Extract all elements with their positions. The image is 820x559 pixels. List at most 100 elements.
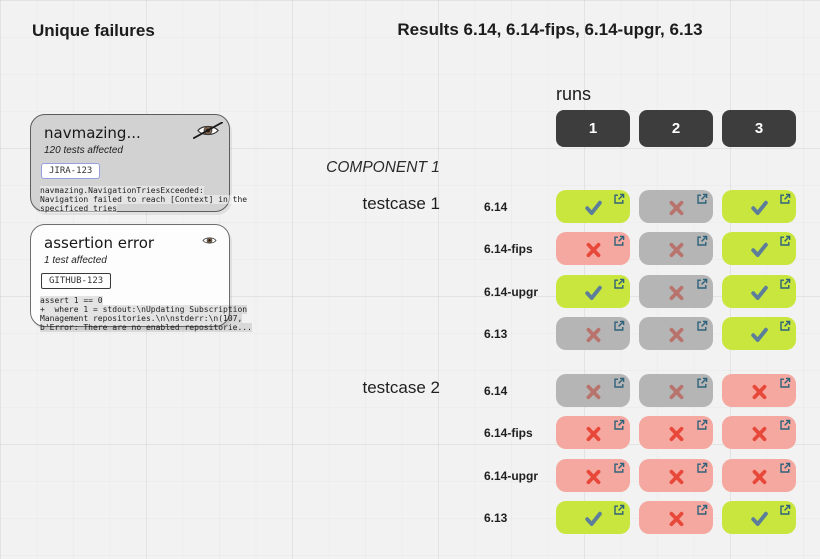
- result-cell-pass[interactable]: [722, 317, 796, 350]
- failure-title: assertion error: [44, 234, 155, 252]
- run-column-button-1[interactable]: 1: [556, 110, 630, 147]
- run-column-button-2[interactable]: 2: [639, 110, 713, 147]
- code-line: + where 1 = stdout:\nUpdating Subscripti…: [40, 305, 248, 314]
- external-link-icon[interactable]: [613, 377, 625, 389]
- failure-card[interactable]: assertion error 1 test affected GITHUB-1…: [30, 224, 252, 332]
- external-link-icon[interactable]: [613, 193, 625, 205]
- failure-card[interactable]: navmazing... 120 tests affected JIRA-123…: [30, 114, 248, 213]
- result-cell-pass[interactable]: [556, 190, 630, 223]
- result-cell-fail[interactable]: [639, 501, 713, 534]
- external-link-icon[interactable]: [696, 504, 708, 516]
- external-link-icon[interactable]: [696, 462, 708, 474]
- code-line: Navigation failed to reach [Context] in …: [40, 195, 248, 204]
- result-cell-pass[interactable]: [722, 232, 796, 265]
- result-cell-fail[interactable]: [722, 374, 796, 407]
- result-cell-fail-muted[interactable]: [556, 374, 630, 407]
- run-column-button-3[interactable]: 3: [722, 110, 796, 147]
- version-label: 6.14-fips: [484, 426, 533, 440]
- issue-badge[interactable]: JIRA-123: [41, 163, 101, 179]
- failure-traceback: navmazing.NavigationTriesExceeded:Naviga…: [40, 186, 248, 213]
- external-link-icon[interactable]: [779, 419, 791, 431]
- x-icon: [669, 285, 683, 301]
- result-cell-fail[interactable]: [722, 416, 796, 449]
- result-cell-pass[interactable]: [722, 190, 796, 223]
- external-link-icon[interactable]: [779, 377, 791, 389]
- external-link-icon[interactable]: [779, 235, 791, 247]
- version-label: 6.14: [484, 200, 508, 214]
- x-icon: [669, 200, 683, 216]
- result-cell-fail-muted[interactable]: [639, 374, 713, 407]
- result-cell-fail-muted[interactable]: [556, 317, 630, 350]
- result-cell-pass[interactable]: [722, 275, 796, 308]
- x-icon: [752, 426, 766, 442]
- x-icon: [752, 384, 766, 400]
- external-link-icon[interactable]: [779, 278, 791, 290]
- x-icon: [669, 469, 683, 485]
- result-cell-fail[interactable]: [556, 416, 630, 449]
- check-icon: [750, 327, 768, 342]
- eye-off-icon[interactable]: [192, 120, 225, 144]
- version-label: 6.14-upgr: [484, 285, 539, 299]
- results-title: Results 6.14, 6.14-fips, 6.14-upgr, 6.13: [397, 20, 703, 39]
- external-link-icon[interactable]: [613, 462, 625, 474]
- external-link-icon[interactable]: [696, 320, 708, 332]
- code-line: Management repositories.\n\nstderr:\n(10…: [40, 314, 243, 323]
- result-cell-fail-muted[interactable]: [639, 275, 713, 308]
- version-label: 6.14-fips: [484, 242, 533, 256]
- failure-subtitle: 120 tests affected: [44, 145, 123, 156]
- check-icon: [750, 285, 768, 300]
- issue-badge[interactable]: GITHUB-123: [41, 273, 112, 289]
- external-link-icon[interactable]: [613, 278, 625, 290]
- check-icon: [750, 511, 768, 526]
- external-link-icon[interactable]: [779, 504, 791, 516]
- x-icon: [586, 242, 600, 258]
- result-cell-fail[interactable]: [639, 459, 713, 492]
- external-link-icon[interactable]: [613, 419, 625, 431]
- x-icon: [669, 511, 683, 527]
- result-cell-fail-muted[interactable]: [639, 232, 713, 265]
- version-label: 6.14: [484, 384, 508, 398]
- version-label: 6.14-upgr: [484, 469, 539, 483]
- check-icon: [584, 285, 602, 300]
- external-link-icon[interactable]: [779, 462, 791, 474]
- x-icon: [586, 327, 600, 343]
- version-label: 6.13: [484, 511, 508, 525]
- external-link-icon[interactable]: [779, 193, 791, 205]
- component-label: COMPONENT 1: [326, 159, 440, 176]
- result-cell-fail[interactable]: [556, 459, 630, 492]
- result-cell-pass[interactable]: [556, 275, 630, 308]
- failure-traceback: assert 1 == 0+ where 1 = stdout:\nUpdati…: [40, 296, 252, 332]
- check-icon: [584, 200, 602, 215]
- unique-failures-title: Unique failures: [32, 21, 155, 40]
- runs-label: runs: [556, 84, 592, 104]
- code-line: specificed tries: [40, 204, 118, 213]
- result-cell-fail-muted[interactable]: [639, 190, 713, 223]
- external-link-icon[interactable]: [613, 235, 625, 247]
- failure-subtitle: 1 test affected: [44, 255, 107, 266]
- external-link-icon[interactable]: [696, 235, 708, 247]
- external-link-icon[interactable]: [613, 320, 625, 332]
- external-link-icon[interactable]: [696, 377, 708, 389]
- failure-title: navmazing...: [44, 124, 141, 142]
- x-icon: [586, 384, 600, 400]
- check-icon: [584, 511, 602, 526]
- x-icon: [669, 384, 683, 400]
- external-link-icon[interactable]: [696, 419, 708, 431]
- eye-icon[interactable]: [201, 233, 218, 251]
- result-cell-pass[interactable]: [556, 501, 630, 534]
- result-cell-fail[interactable]: [722, 459, 796, 492]
- check-icon: [750, 200, 768, 215]
- testcase-label: testcase 2: [362, 378, 441, 397]
- x-icon: [669, 327, 683, 343]
- result-cell-pass[interactable]: [722, 501, 796, 534]
- external-link-icon[interactable]: [779, 320, 791, 332]
- code-line: navmazing.NavigationTriesExceeded:: [40, 186, 204, 195]
- code-line: b'Error: There are no enabled repositori…: [40, 323, 252, 332]
- result-cell-fail-muted[interactable]: [639, 317, 713, 350]
- external-link-icon[interactable]: [613, 504, 625, 516]
- external-link-icon[interactable]: [696, 278, 708, 290]
- version-label: 6.13: [484, 327, 508, 341]
- result-cell-fail[interactable]: [556, 232, 630, 265]
- external-link-icon[interactable]: [696, 193, 708, 205]
- result-cell-fail[interactable]: [639, 416, 713, 449]
